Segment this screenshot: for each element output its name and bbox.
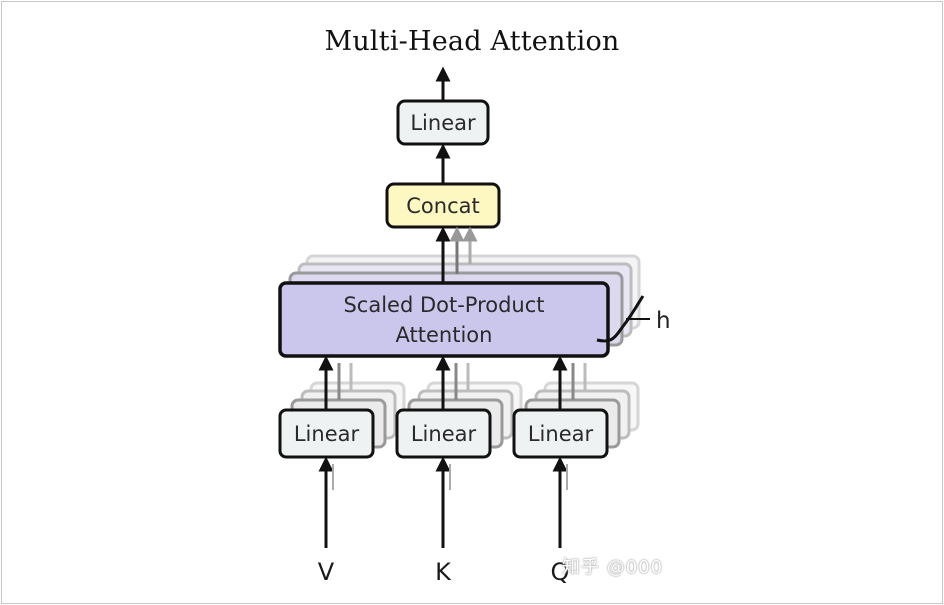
linear-label-q: Linear [527,421,594,446]
heads-brace [596,295,645,343]
attention-label-line1: Scaled Dot-Product [343,293,545,317]
input-arrows [318,456,568,548]
watermark: 知乎 @000 [562,557,664,578]
linear-label-k: Linear [410,421,477,446]
input-v: V [317,558,335,586]
attention-label-line2: Attention [395,323,493,347]
linear-to-attention-arrows [318,355,587,410]
concat-label: Concat [406,193,480,218]
input-k: K [435,558,451,586]
diagram-title: Multi-Head Attention [324,26,620,57]
input-q: Q [550,558,570,586]
heads-label: h [656,308,671,334]
attention-label: Scaled Dot-Product Attention [280,286,608,354]
linear-label-v: Linear [293,421,360,446]
top-linear-label: Linear [410,110,476,135]
